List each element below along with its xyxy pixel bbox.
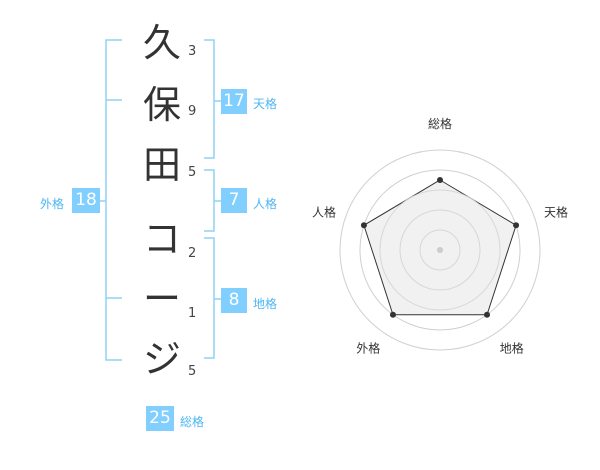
name-char-6: ジ <box>142 337 181 381</box>
name-char-3: 田 <box>142 143 181 187</box>
jinkaku-bracket <box>204 169 215 232</box>
radar-point-3 <box>484 311 491 318</box>
chikaku-value-badge: 8 <box>221 288 247 313</box>
radar-axis-label-5: 人格 <box>312 204 336 219</box>
name-char-5: ー <box>142 277 181 321</box>
gaikaku-label: 外格 <box>40 197 65 211</box>
soukaku-value-badge: 25 <box>146 406 174 431</box>
stroke-count-1: 3 <box>188 44 197 59</box>
stroke-count-5: 1 <box>188 306 197 321</box>
radar-axis-label-1: 総格 <box>428 116 452 131</box>
radar-axis-label-4: 外格 <box>356 341 380 356</box>
radar-axis-label-2: 天格 <box>544 204 568 219</box>
radar-point-5 <box>360 222 367 229</box>
radar-ring-4 <box>359 169 521 331</box>
radar-inner-ring-3 <box>379 189 501 311</box>
stroke-count-6: 5 <box>188 364 197 379</box>
name-char-4: コ <box>142 217 181 261</box>
tenkaku-label: 天格 <box>253 97 278 111</box>
stroke-count-3: 5 <box>188 165 197 180</box>
jinkaku-value-badge: 7 <box>221 188 247 213</box>
tenkaku-bracket <box>204 39 215 159</box>
gaikaku-bracket <box>105 39 122 361</box>
name-char-2: 保 <box>142 83 181 127</box>
stroke-count-2: 9 <box>188 104 197 119</box>
tenkaku-value-badge: 17 <box>221 89 247 114</box>
radar-point-1 <box>437 177 443 183</box>
radar-inner-ring-1 <box>419 229 461 271</box>
chikaku-bracket <box>204 237 215 359</box>
radar-inner-ring-2 <box>399 209 481 291</box>
radar-ring-5 <box>339 149 541 351</box>
radar-point-2 <box>513 222 520 229</box>
radar-axis-label-3: 地格 <box>500 341 524 356</box>
name-char-1: 久 <box>142 21 181 65</box>
gaikaku-value-badge: 18 <box>72 188 100 213</box>
soukaku-label: 総格 <box>180 415 205 429</box>
chikaku-label: 地格 <box>253 297 278 311</box>
stroke-count-4: 2 <box>188 246 197 261</box>
radar-center-dot <box>437 247 443 253</box>
jinkaku-label: 人格 <box>253 197 278 211</box>
radar-point-4 <box>389 311 396 318</box>
